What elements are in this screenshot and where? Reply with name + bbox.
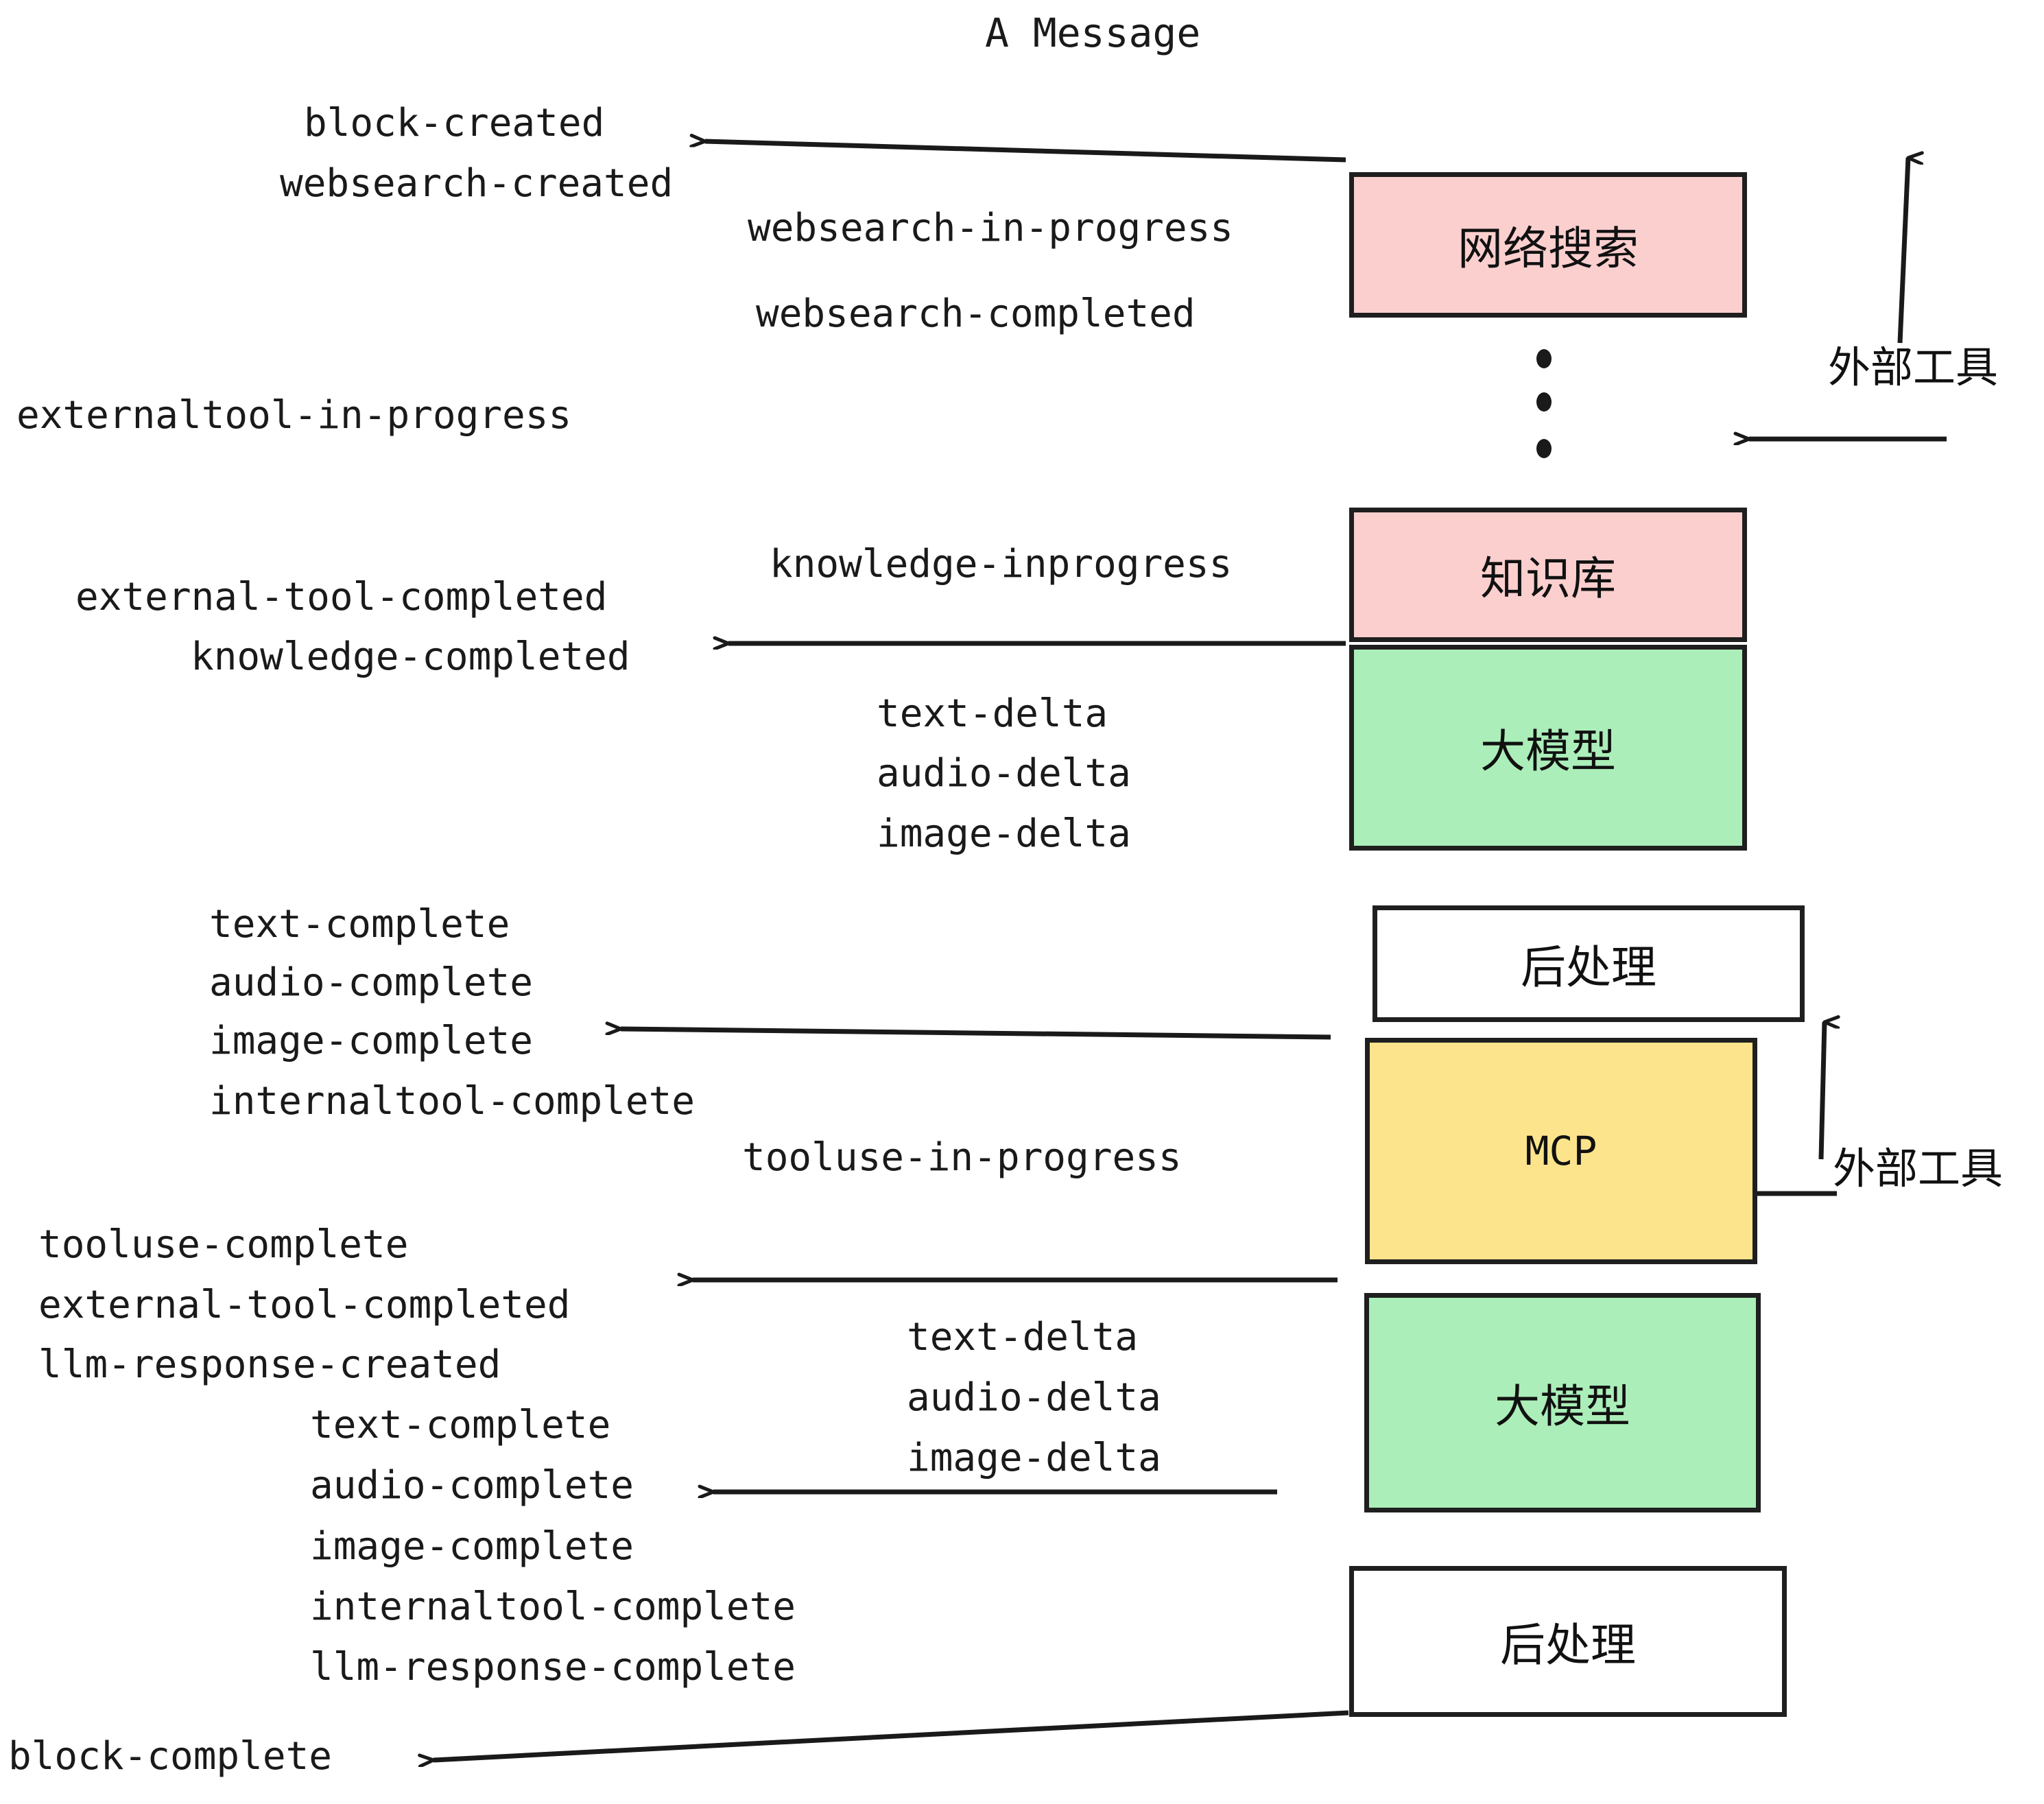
event-label-text-delta-1: text-delta [877, 691, 1108, 736]
event-label-websearch-in-progress: websearch-in-progress [748, 206, 1234, 250]
event-label-block-created: block-created [304, 101, 605, 145]
node-llm-1[interactable]: 大模型 [1349, 645, 1747, 851]
node-label: 网络搜索 [1458, 222, 1639, 275]
event-label-text-delta-2: text-delta [907, 1315, 1139, 1360]
event-label-llm-response-created: llm-response-created [38, 1342, 501, 1387]
event-label-text-complete-1: text-complete [209, 902, 510, 947]
event-label-audio-delta-1: audio-delta [877, 751, 1131, 796]
event-label-image-complete-2: image-complete [310, 1524, 634, 1569]
event-label-image-complete-1: image-complete [209, 1019, 534, 1063]
event-label-websearch-completed: websearch-completed [756, 292, 1196, 336]
event-label-websearch-created: websearch-created [280, 161, 674, 206]
ellipsis-dot [1536, 349, 1552, 368]
event-label-image-delta-1: image-delta [877, 811, 1131, 856]
node-label: 大模型 [1480, 725, 1616, 778]
event-label-audio-complete-1: audio-complete [209, 960, 534, 1005]
arrow-llm-to-complete-events [621, 1029, 1331, 1040]
event-label-image-delta-2: image-delta [907, 1436, 1161, 1480]
node-label: 知识库 [1480, 552, 1616, 605]
arrow-postprocess-to-block-complete [433, 1710, 1349, 1760]
side-label-external-tools-top: 外部工具 [1828, 342, 1999, 392]
side-label-external-tools-bottom: 外部工具 [1833, 1143, 2004, 1194]
node-mcp[interactable]: MCP [1365, 1038, 1757, 1264]
node-label: 大模型 [1495, 1380, 1630, 1433]
event-label-block-complete: block-complete [8, 1734, 333, 1779]
event-label-externaltool-in-progress: externaltool-in-progress [16, 393, 572, 438]
ellipsis-dot [1536, 392, 1552, 412]
node-knowledge[interactable]: 知识库 [1349, 508, 1747, 642]
diagram-title: A Message [985, 10, 1201, 56]
event-label-internaltool-complete-1: internaltool-complete [209, 1079, 696, 1124]
node-postprocess-2[interactable]: 后处理 [1349, 1566, 1787, 1717]
event-label-tooluse-in-progress: tooluse-in-progress [742, 1135, 1182, 1180]
node-label: 后处理 [1521, 941, 1656, 994]
event-label-knowledge-completed: knowledge-completed [191, 634, 630, 679]
event-label-tooluse-complete: tooluse-complete [38, 1222, 409, 1267]
event-label-llm-response-complete: llm-response-complete [310, 1645, 796, 1689]
event-label-external-tool-completed-1: external-tool-completed [75, 575, 608, 619]
event-label-internaltool-complete-2: internaltool-complete [310, 1585, 796, 1629]
external-tools-top-arrow [1749, 158, 1947, 439]
node-label: 后处理 [1500, 1619, 1636, 1672]
ellipsis-dot [1536, 439, 1552, 458]
event-label-knowledge-inprogress: knowledge-inprogress [770, 542, 1233, 586]
event-label-external-tool-completed-2: external-tool-completed [38, 1283, 571, 1327]
node-postprocess-1[interactable]: 后处理 [1372, 905, 1805, 1022]
event-label-audio-complete-2: audio-complete [310, 1463, 634, 1508]
node-label: MCP [1525, 1128, 1597, 1174]
arrow-websearch-to-events [705, 141, 1346, 163]
event-label-text-complete-2: text-complete [310, 1403, 611, 1447]
node-websearch[interactable]: 网络搜索 [1349, 172, 1747, 318]
event-label-audio-delta-2: audio-delta [907, 1375, 1161, 1420]
node-llm-2[interactable]: 大模型 [1364, 1293, 1761, 1512]
